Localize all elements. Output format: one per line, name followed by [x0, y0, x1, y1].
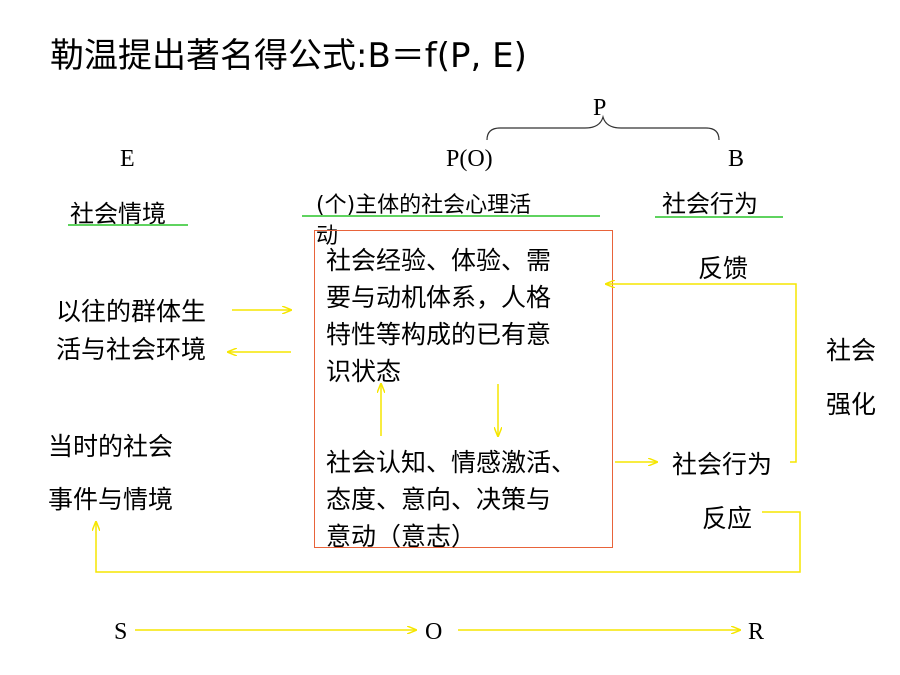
- experience-line-1: 社会经验、体验、需: [326, 246, 552, 275]
- subject-activity-line1: (个)主体的社会心理活: [316, 193, 532, 218]
- social-reinforce-line2: 强化: [826, 390, 877, 419]
- social-behavior-underline: [655, 216, 783, 218]
- e-label: E: [120, 146, 135, 172]
- experience-line-2: 要与动机体系，人格: [326, 283, 552, 312]
- s-label: S: [114, 619, 128, 645]
- social-situation-label: 社会情境: [70, 200, 166, 228]
- b-label: B: [728, 146, 745, 172]
- current-env-line1: 当时的社会: [48, 432, 174, 461]
- cognition-line-1: 社会认知、情感激活、: [326, 448, 577, 477]
- cognition-line-2: 态度、意向、决策与: [326, 485, 552, 514]
- po-label: P(O): [446, 146, 493, 172]
- r-label: R: [748, 619, 765, 645]
- o-label: O: [425, 619, 443, 645]
- social-behavior-label: 社会行为: [662, 190, 758, 218]
- past-env-line1: 以往的群体生: [56, 297, 207, 326]
- subject-activity-underline: [302, 215, 600, 217]
- p-label: P: [593, 95, 607, 121]
- past-env-line2: 活与社会环境: [56, 335, 207, 364]
- cognition-line-3: 意动（意志）: [326, 522, 477, 551]
- experience-line-3: 特性等构成的已有意: [326, 320, 552, 349]
- feedback-label: 反馈: [698, 254, 749, 283]
- behavior-response-line1: 社会行为: [672, 450, 773, 479]
- current-env-line2: 事件与情境: [48, 485, 174, 514]
- social-situation-underline: [68, 224, 188, 226]
- formula-title: 勒温提出著名得公式:B＝f(P, E): [50, 36, 527, 76]
- behavior-response-line2: 反应: [702, 504, 753, 533]
- reinforcement-loop-arrow: [606, 284, 797, 463]
- experience-line-4: 识状态: [326, 357, 402, 386]
- social-reinforce-line1: 社会: [826, 336, 877, 365]
